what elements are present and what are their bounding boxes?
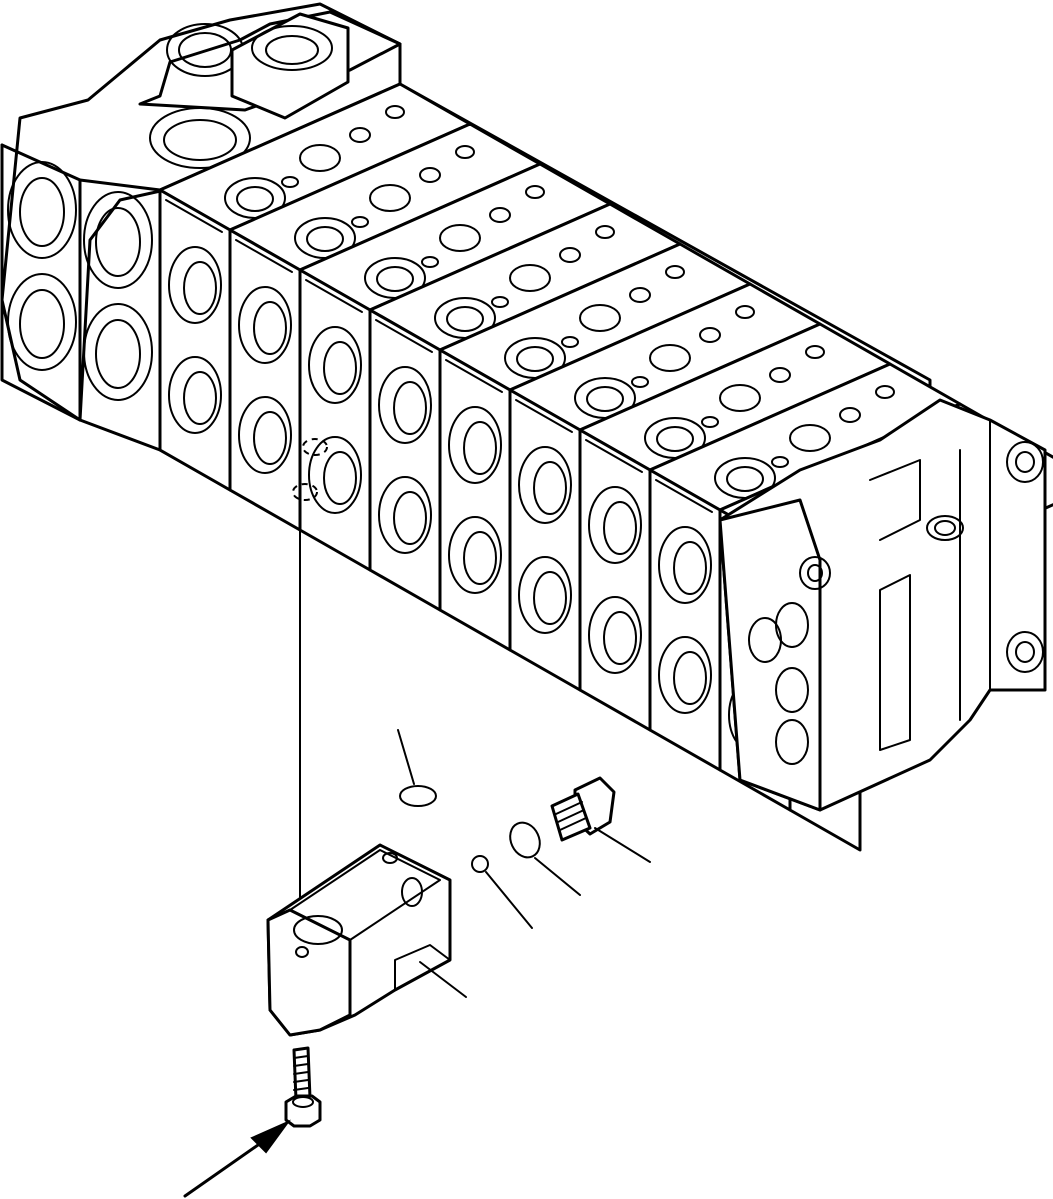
o-ring-small [509,821,581,896]
plug [550,776,651,863]
hidden-mount-hole [292,438,328,501]
valve-section [438,242,752,652]
relief-valve-block [266,843,467,1037]
ball [471,855,533,929]
valve-section [158,82,472,492]
inlet-ports [7,161,153,401]
valve-sections [158,82,1053,852]
valve-section [228,122,542,532]
valve-section [508,282,822,692]
o-ring-large [397,729,437,807]
pointer-arrow [183,1119,292,1198]
cap-screw [284,1046,322,1128]
valve-section [368,202,682,612]
outlet-end-block [718,398,1047,812]
